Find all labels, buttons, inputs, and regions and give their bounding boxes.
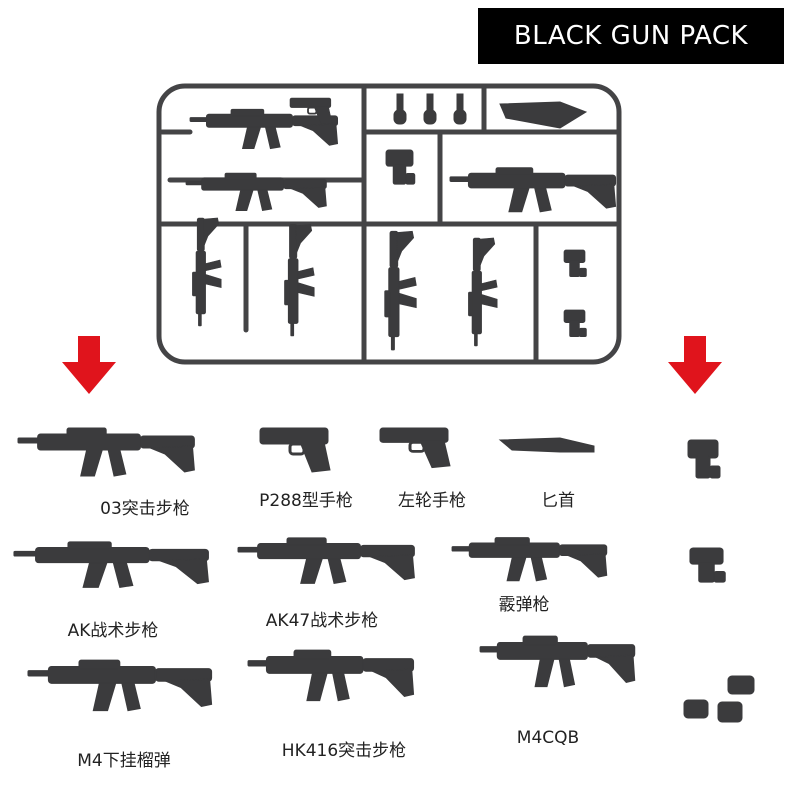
banner-title: BLACK GUN PACK: [513, 21, 749, 51]
label-shotgun: 霰弹枪: [498, 595, 550, 615]
accessory-sleeves: [683, 675, 755, 723]
accessory-scope: [689, 547, 726, 583]
weapon-p288-pistol: [258, 426, 332, 474]
label-ak-tactical-rifle: AK战术步枪: [67, 621, 159, 641]
label-m4-grenade-launcher: M4下挂榴弹: [77, 751, 171, 771]
weapon-m4cqb: [479, 635, 636, 688]
weapon-shotgun: [451, 537, 608, 582]
weapon-03-assault-rifle: [17, 427, 195, 477]
label-hk416-rifle: HK416突击步枪: [281, 741, 407, 761]
weapon-hk416-rifle: [247, 649, 415, 702]
label-ak47-tactical-rifle: AK47战术步枪: [265, 611, 379, 631]
weapon-ak-tactical-rifle: [13, 541, 209, 588]
title-banner: BLACK GUN PACK: [478, 8, 784, 64]
label-p288-pistol: P288型手枪: [259, 491, 353, 511]
label-revolver: 左轮手枪: [398, 491, 466, 511]
weapon-ak47-tactical-rifle: [237, 537, 415, 584]
sprue-parts: [185, 93, 617, 351]
weapon-dagger: [498, 437, 595, 453]
label-m4cqb: M4CQB: [516, 728, 580, 748]
arrow-down-icon: [668, 336, 722, 394]
arrow-down-icon: [62, 336, 116, 394]
label-03-assault-rifle: 03突击步枪: [100, 499, 190, 519]
weapon-m4-grenade-launcher: [27, 659, 213, 712]
accessory-mount: [687, 439, 721, 479]
weapon-revolver: [378, 426, 452, 470]
sprue-frame: [156, 83, 622, 365]
label-dagger: 匕首: [541, 491, 575, 511]
sprue-pegs: [393, 93, 467, 125]
